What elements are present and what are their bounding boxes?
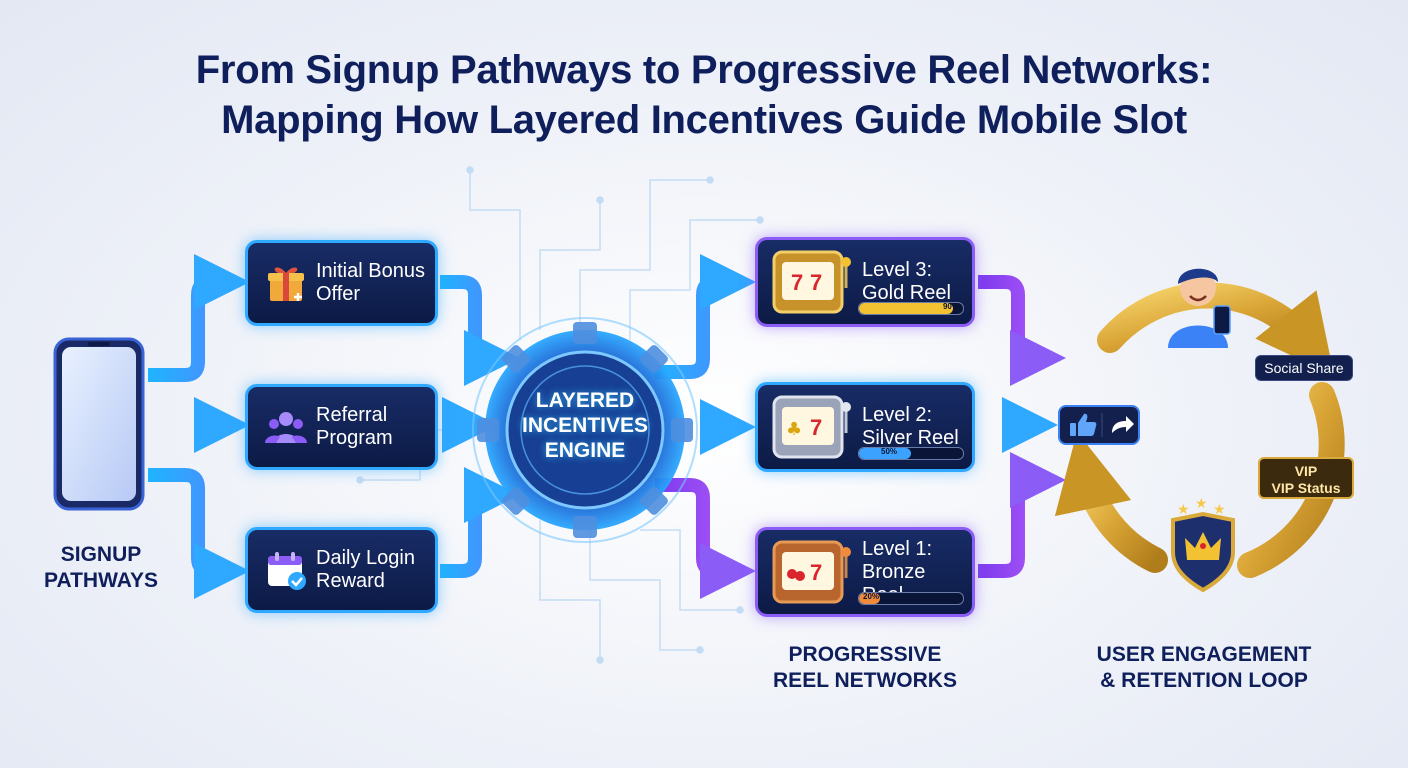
phone-to-signup-arrows [148, 254, 250, 599]
signup-to-engine-arrows [440, 275, 520, 578]
user-avatar-icon [1168, 268, 1231, 348]
progressive-reel-networks-label: PROGRESSIVE REEL NETWORKS [773, 643, 957, 692]
engine-gear-icon [472, 317, 698, 543]
reel-tier-gold[interactable]: 7 7 Level 3: Gold Reel 90% [755, 237, 975, 327]
svg-text:7: 7 [810, 560, 822, 585]
signup-card-initial-bonus[interactable]: Initial Bonus Offer [245, 240, 438, 326]
svg-text:★: ★ [1213, 502, 1226, 518]
engagement-loop-label: USER ENGAGEMENT & RETENTION LOOP [1096, 643, 1312, 692]
slot-machine-icon: ♣ 7 [772, 395, 851, 459]
reel-progress-fill [859, 448, 911, 459]
share-actions[interactable] [1058, 405, 1140, 445]
svg-text:★: ★ [1195, 498, 1208, 512]
gift-icon [268, 267, 304, 301]
slot-machine-icon: 7 7 [772, 250, 851, 314]
reel-tier-label: Level 3: Gold Reel [862, 259, 951, 304]
reel-progress-fill [859, 593, 880, 604]
reel-to-loop-arrows [978, 275, 1066, 578]
page-title-line-1: From Signup Pathways to Progressive Reel… [195, 48, 1213, 92]
reel-progress-bar: 20% [858, 592, 964, 605]
thumbs-up-icon[interactable] [1070, 413, 1097, 436]
reel-progress-label: 20% [863, 592, 880, 601]
crown-shield-icon: ★ ★ ★ [1171, 498, 1235, 593]
signup-card-referral[interactable]: Referral Program [245, 384, 438, 470]
calendar-check-icon [268, 552, 306, 590]
reel-progress-bar: 50% [858, 447, 964, 460]
reel-progress-bar: 90% [858, 302, 964, 315]
incentives-engine-label: LAYERED INCENTIVES ENGINE [521, 389, 649, 462]
reel-progress-fill [859, 303, 953, 314]
slot-machine-icon: 7 [772, 540, 851, 604]
signup-card-label: Referral Program [316, 404, 393, 449]
svg-text:7: 7 [810, 270, 822, 295]
signup-card-label: Daily Login Reward [316, 547, 415, 592]
page-title-line-2: Mapping How Layered Incentives Guide Mob… [221, 98, 1187, 142]
reel-tier-label: Level 2: Silver Reel [862, 404, 959, 449]
signup-card-label: Initial Bonus Offer [316, 260, 425, 305]
svg-text:7: 7 [791, 270, 803, 295]
smartphone-icon [53, 337, 145, 511]
vip-status-badge: VIP VIP Status [1258, 457, 1354, 499]
signup-pathways-label: SIGNUP PATHWAYS [44, 543, 158, 592]
reel-tier-bronze[interactable]: 7 Level 1: Bronze Reel 20% [755, 527, 975, 617]
social-share-badge: Social Share [1255, 355, 1353, 381]
reel-progress-label: 50% [881, 447, 898, 456]
svg-text:♣: ♣ [786, 419, 802, 440]
reel-progress-label: 90% [942, 302, 959, 311]
signup-card-daily-login[interactable]: Daily Login Reward [245, 527, 438, 613]
users-icon [265, 412, 307, 443]
svg-text:★: ★ [1177, 502, 1190, 518]
reel-tier-silver[interactable]: ♣ 7 Level 2: Silver Reel 50% [755, 382, 975, 472]
svg-text:7: 7 [810, 415, 822, 440]
share-arrow-icon[interactable] [1112, 416, 1134, 433]
